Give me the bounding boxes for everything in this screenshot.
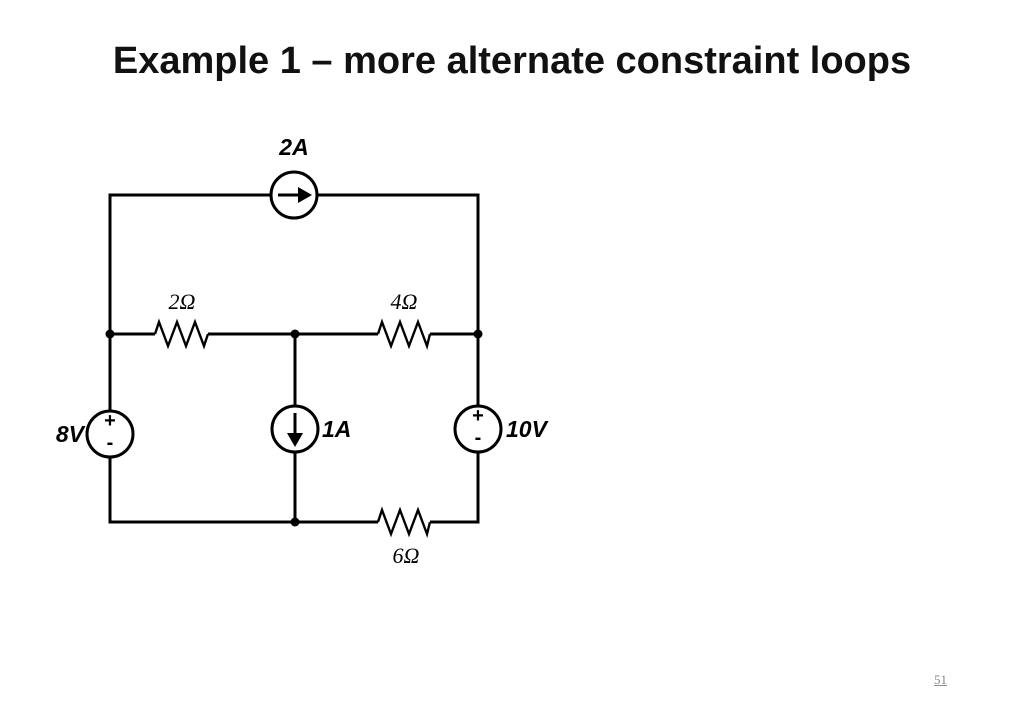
arrow-down-icon-head	[287, 433, 303, 447]
label-2-ohm: 2Ω	[169, 289, 196, 314]
label-8v: 8V	[56, 421, 86, 447]
junction-dot	[473, 329, 483, 339]
voltage-source-8v: + -	[85, 409, 135, 459]
label-4-ohm: 4Ω	[391, 289, 418, 314]
minus-sign: -	[107, 432, 114, 454]
current-source-1a	[270, 404, 320, 454]
top-wire-left	[108, 193, 270, 412]
label-1a: 1A	[322, 416, 351, 442]
arrow-right-icon-head	[298, 187, 312, 203]
resistor-2-ohm	[153, 318, 210, 350]
plus-sign: +	[472, 405, 484, 427]
circuit-wires	[108, 193, 480, 524]
slide-title: Example 1 – more alternate constraint lo…	[112, 40, 912, 82]
slide-number: 51	[934, 672, 947, 687]
label-2a: 2A	[278, 134, 308, 160]
left-wire-bottom	[108, 458, 378, 524]
voltage-source-10v: + -	[453, 404, 503, 454]
junction-dot	[290, 517, 300, 527]
minus-sign: -	[475, 427, 482, 449]
resistor-6-ohm	[376, 506, 432, 539]
junction-dot	[105, 329, 115, 339]
plus-sign: +	[104, 410, 116, 432]
current-source-2a	[269, 170, 319, 220]
junction-dot	[290, 329, 300, 339]
label-6-ohm: 6Ω	[393, 543, 420, 568]
label-10v: 10V	[506, 416, 549, 442]
right-wire-bottom	[430, 452, 480, 524]
resistor-4-ohm	[376, 318, 432, 351]
